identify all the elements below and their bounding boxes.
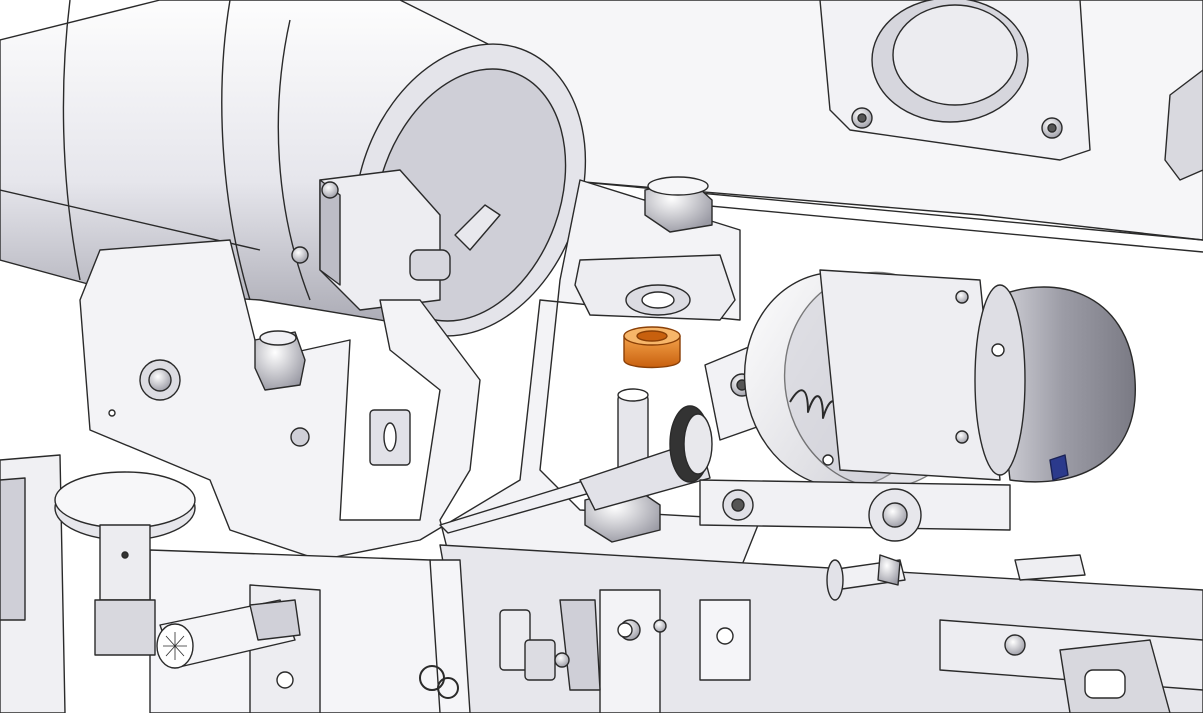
top-flange bbox=[819, 0, 1091, 161]
highlighted-washer bbox=[623, 326, 681, 369]
t-bolt bbox=[826, 554, 906, 601]
motor-housing bbox=[819, 269, 1136, 483]
cylinder-mount-block bbox=[291, 169, 501, 311]
lower-support-bar bbox=[699, 479, 1011, 542]
base-frame bbox=[429, 544, 1203, 713]
knurled-ring-left bbox=[669, 405, 713, 483]
star-knob bbox=[54, 471, 196, 656]
upper-hex-nut bbox=[644, 176, 713, 233]
bearing-plate bbox=[574, 254, 736, 321]
hose-fitting bbox=[454, 204, 501, 251]
hex-bolt bbox=[254, 330, 306, 391]
left-frame bbox=[0, 454, 441, 713]
handle-lever bbox=[156, 599, 301, 669]
